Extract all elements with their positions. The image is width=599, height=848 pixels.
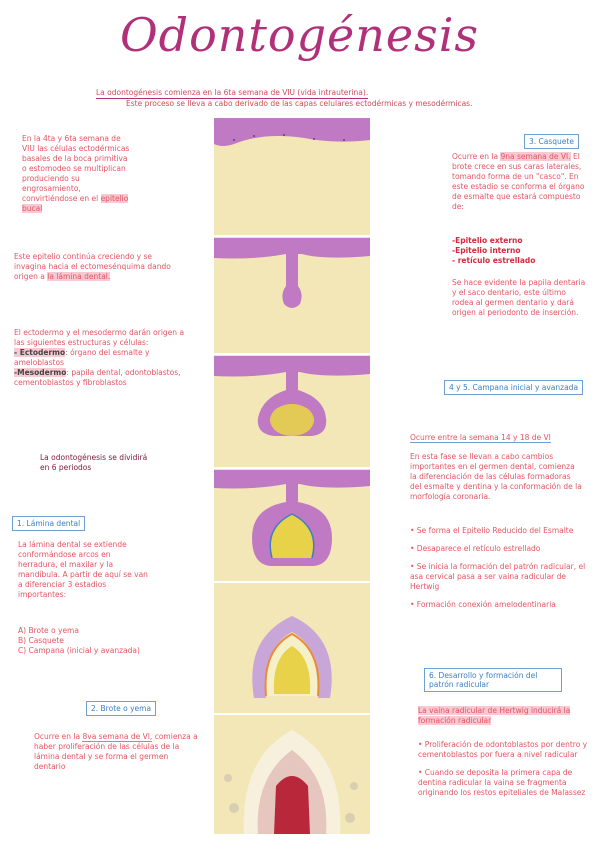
bullet-epitelio-reducido: • Se forma el Epitelio Reducido del Esma…: [410, 526, 574, 535]
bullet-malassez: • Cuando se deposita la primera capa de …: [418, 768, 586, 797]
section-2-label: 2. Brote o yema: [86, 701, 157, 716]
reticulo-estrellado: - retículo estrellado: [452, 256, 536, 265]
section-1-text: La lámina dental se extiende conformándo…: [18, 540, 148, 599]
section-3-list: -Epitelio externo -Epitelio interno - re…: [452, 236, 572, 266]
section-3-text: El brote crece en sus caras laterales, t…: [452, 152, 585, 211]
section-3-highlight: 9na semana de VI.: [500, 152, 571, 161]
section-6-label: 6. Desarrollo y formación del patrón rad…: [424, 668, 562, 692]
stage-brote: A) Brote o yema: [18, 626, 79, 635]
stage-campana: C) Campana (inicial y avanzada): [18, 646, 140, 655]
section-3-pre: Ocurre en la: [452, 152, 499, 161]
section-3-paragraph: Ocurre en la 9na semana de VI. El brote …: [452, 152, 590, 212]
intro-text: La odontogénesis comienza en la 6ta sema…: [96, 88, 516, 109]
section-2-pre: Ocurre en la: [34, 732, 81, 741]
section-6-highlight: La vaina radicular de Hertwig inducirá l…: [418, 706, 571, 725]
section-6-bullets: • Proliferación de odontoblastos por den…: [418, 740, 596, 806]
tooth-development-illustration: [214, 118, 370, 834]
epitelio-bucal-text: En la 4ta y 6ta semana de VIU las célula…: [22, 134, 130, 203]
mesodermo-line: -Mesodermo: papila dental, odontoblastos…: [14, 368, 186, 388]
section-6-intro: La vaina radicular de Hertwig inducirá l…: [418, 706, 592, 726]
ectodermo-line: - Ectodermo: órgano del esmalte y amelob…: [14, 348, 186, 368]
periods-text: La odontogénesis se dividirá en 6 period…: [40, 453, 148, 472]
section-4-label: 4 y 5. Campana inicial y avanzada: [444, 380, 584, 395]
lamina-dental-text: Este epitelio continúa creciendo y se in…: [14, 252, 171, 281]
section-2-text: comienza a haber proliferación de las cé…: [34, 732, 198, 771]
bullet-conexion: • Formación conexión amelodentinaria: [410, 600, 556, 609]
ectodermo-text: : órgano del esmalte y ameloblastos: [14, 348, 150, 367]
ectodermo-label: - Ectodermo: [14, 348, 66, 357]
ecto-meso-paragraph: El ectodermo y el mesodermo darán origen…: [14, 328, 186, 388]
section-2-paragraph: Ocurre en la 8va semana de VI, comienza …: [34, 732, 199, 772]
stage-casquete: B) Casquete: [18, 636, 64, 645]
section-4-bullets: • Se forma el Epitelio Reducido del Esma…: [410, 526, 588, 618]
mesodermo-label: -Mesodermo: [14, 368, 67, 377]
epitelio-bucal-paragraph: En la 4ta y 6ta semana de VIU las célula…: [22, 134, 134, 214]
section-4-text: En esta fase se llevan a cabo cambios im…: [410, 452, 582, 501]
section-4-intro-text: Ocurre entre la semana 14 y 18 de VI: [410, 433, 551, 443]
bullet-reticulo: • Desaparece el retículo estrellado: [410, 544, 541, 553]
intro-line-2: Este proceso se lleva a cabo derivado de…: [126, 99, 473, 108]
lamina-dental-highlight: la lámina dental.: [47, 272, 111, 281]
section-1-label: 1. Lámina dental: [12, 516, 86, 531]
mesodermo-text: : papila dental, odontoblastos, cementob…: [14, 368, 181, 387]
section-3-label: 3. Casquete: [524, 134, 579, 149]
bullet-proliferacion: • Proliferación de odontoblastos por den…: [418, 740, 588, 759]
epitelio-interno: -Epitelio interno: [452, 246, 521, 255]
epitelio-externo: -Epitelio externo: [452, 236, 523, 245]
intro-line-1: La odontogénesis comienza en la 6ta sema…: [96, 88, 369, 99]
section-1-list: A) Brote o yema B) Casquete C) Campana (…: [18, 626, 168, 656]
page-title: Odontogénesis: [119, 8, 480, 62]
ecto-meso-intro: El ectodermo y el mesodermo darán origen…: [14, 328, 185, 347]
section-3-after: Se hace evidente la papila dentaria y el…: [452, 278, 586, 317]
section-2-highlight: 8va semana de VI,: [82, 732, 153, 742]
bullet-patron-radicular: • Se inicia la formación del patrón radi…: [410, 562, 586, 591]
section-4-intro: Ocurre entre la semana 14 y 18 de VI: [410, 433, 585, 443]
lamina-dental-paragraph: Este epitelio continúa creciendo y se in…: [14, 252, 184, 282]
